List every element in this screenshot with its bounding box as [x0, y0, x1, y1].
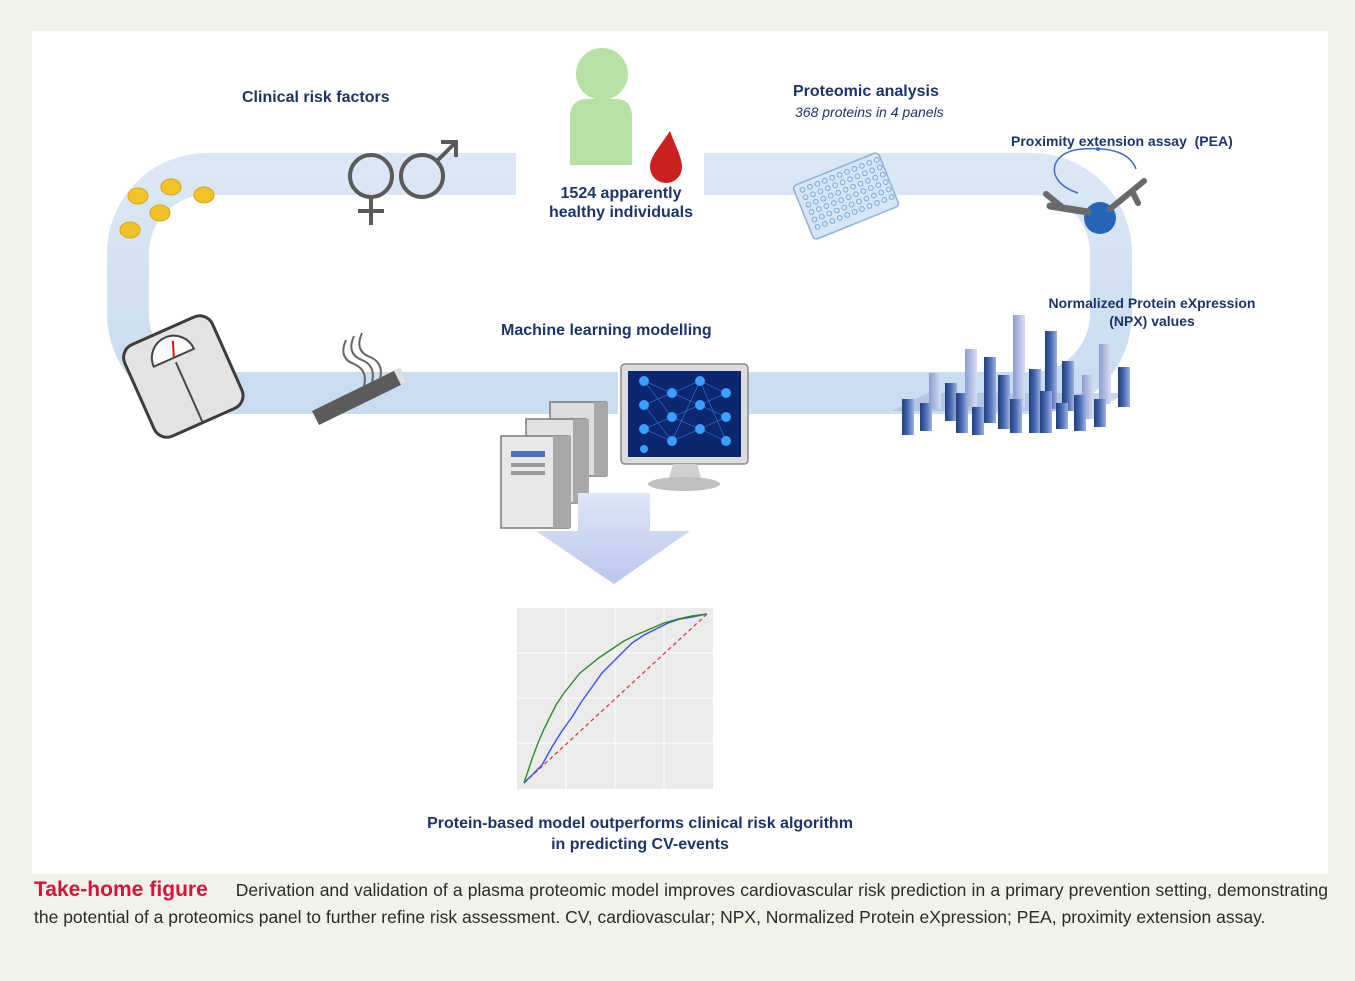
male-symbol-icon — [399, 140, 458, 199]
caption-title: Take-home figure — [34, 878, 208, 901]
cigarette-icon — [312, 332, 407, 425]
clinical-risk-factors-label: Clinical risk factors — [242, 89, 390, 106]
conclusion-line2: in predicting CV-events — [551, 836, 729, 853]
roc-curve-plot-icon — [517, 608, 713, 789]
npx-label-line2: (NPX) values — [1109, 313, 1195, 329]
pills-icon — [119, 178, 215, 239]
roc-protein-curve — [523, 613, 708, 784]
monitor-neural-network-icon — [620, 363, 749, 491]
proteomic-subtitle: 368 proteins in 4 panels — [795, 104, 944, 120]
roc-clinical-curve — [523, 613, 708, 784]
pea-label: Proximity extension assay (PEA) — [1011, 133, 1233, 149]
female-symbol-icon — [348, 153, 394, 225]
conclusion-line1: Protein-based model outperforms clinical… — [427, 815, 853, 832]
npx-label-line1: Normalized Protein eXpression — [1048, 295, 1256, 311]
scale-icon — [122, 314, 245, 439]
machine-learning-label: Machine learning modelling — [501, 322, 712, 339]
caption-text: Derivation and validation of a plasma pr… — [34, 880, 1328, 927]
pea-assay-icon — [1043, 147, 1147, 234]
blood-drop-icon — [650, 131, 682, 183]
down-arrow-icon — [536, 493, 690, 584]
server-icon — [500, 401, 608, 529]
npx-3d-bar-chart-icon — [892, 315, 1130, 435]
well-plate-icon — [792, 152, 900, 240]
proteomic-analysis-label: Proteomic analysis — [793, 83, 939, 100]
individuals-label-line2: healthy individuals — [548, 204, 694, 221]
figure-graphic — [107, 48, 1147, 789]
person-icon — [570, 48, 632, 165]
individuals-label-line1: 1524 apparently — [560, 185, 682, 202]
take-home-figure: Clinical risk factors 1524 apparently he… — [32, 31, 1328, 874]
